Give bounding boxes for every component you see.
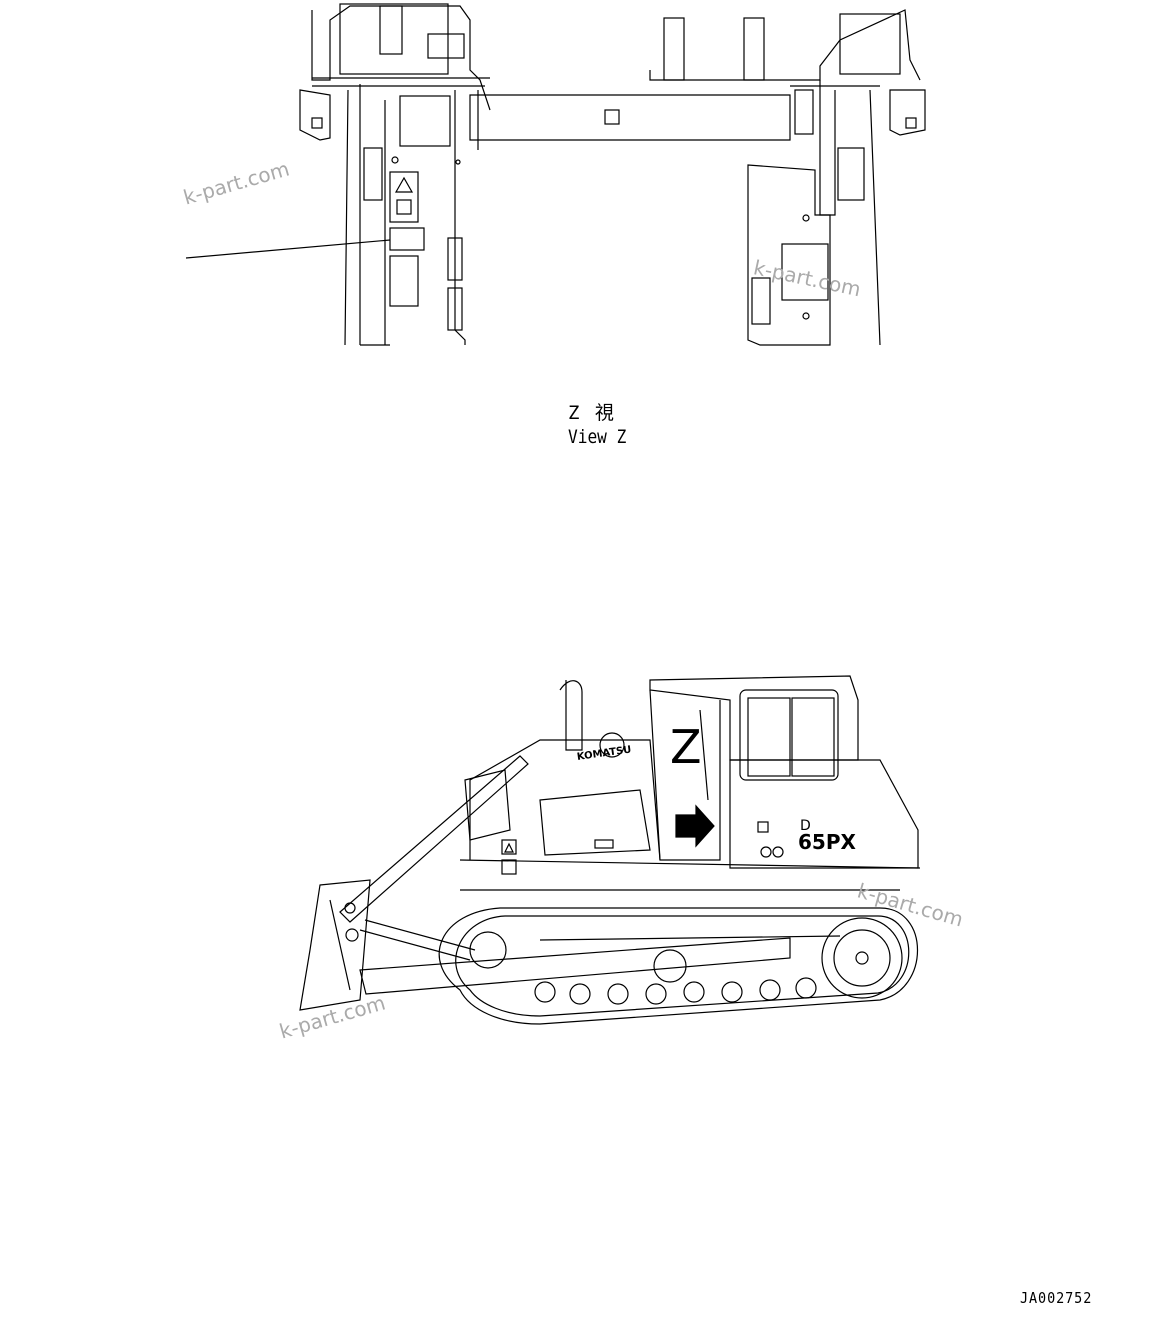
view-z-label-jp: Z 視 (568, 402, 616, 424)
model-prefix: D (800, 818, 811, 834)
view-z-arrow-letter: Z (670, 720, 702, 774)
drawing-reference-number: JA002752 (1020, 1289, 1093, 1307)
view-z-label-en: View Z (568, 426, 627, 448)
model-number: 65PX (798, 830, 856, 854)
